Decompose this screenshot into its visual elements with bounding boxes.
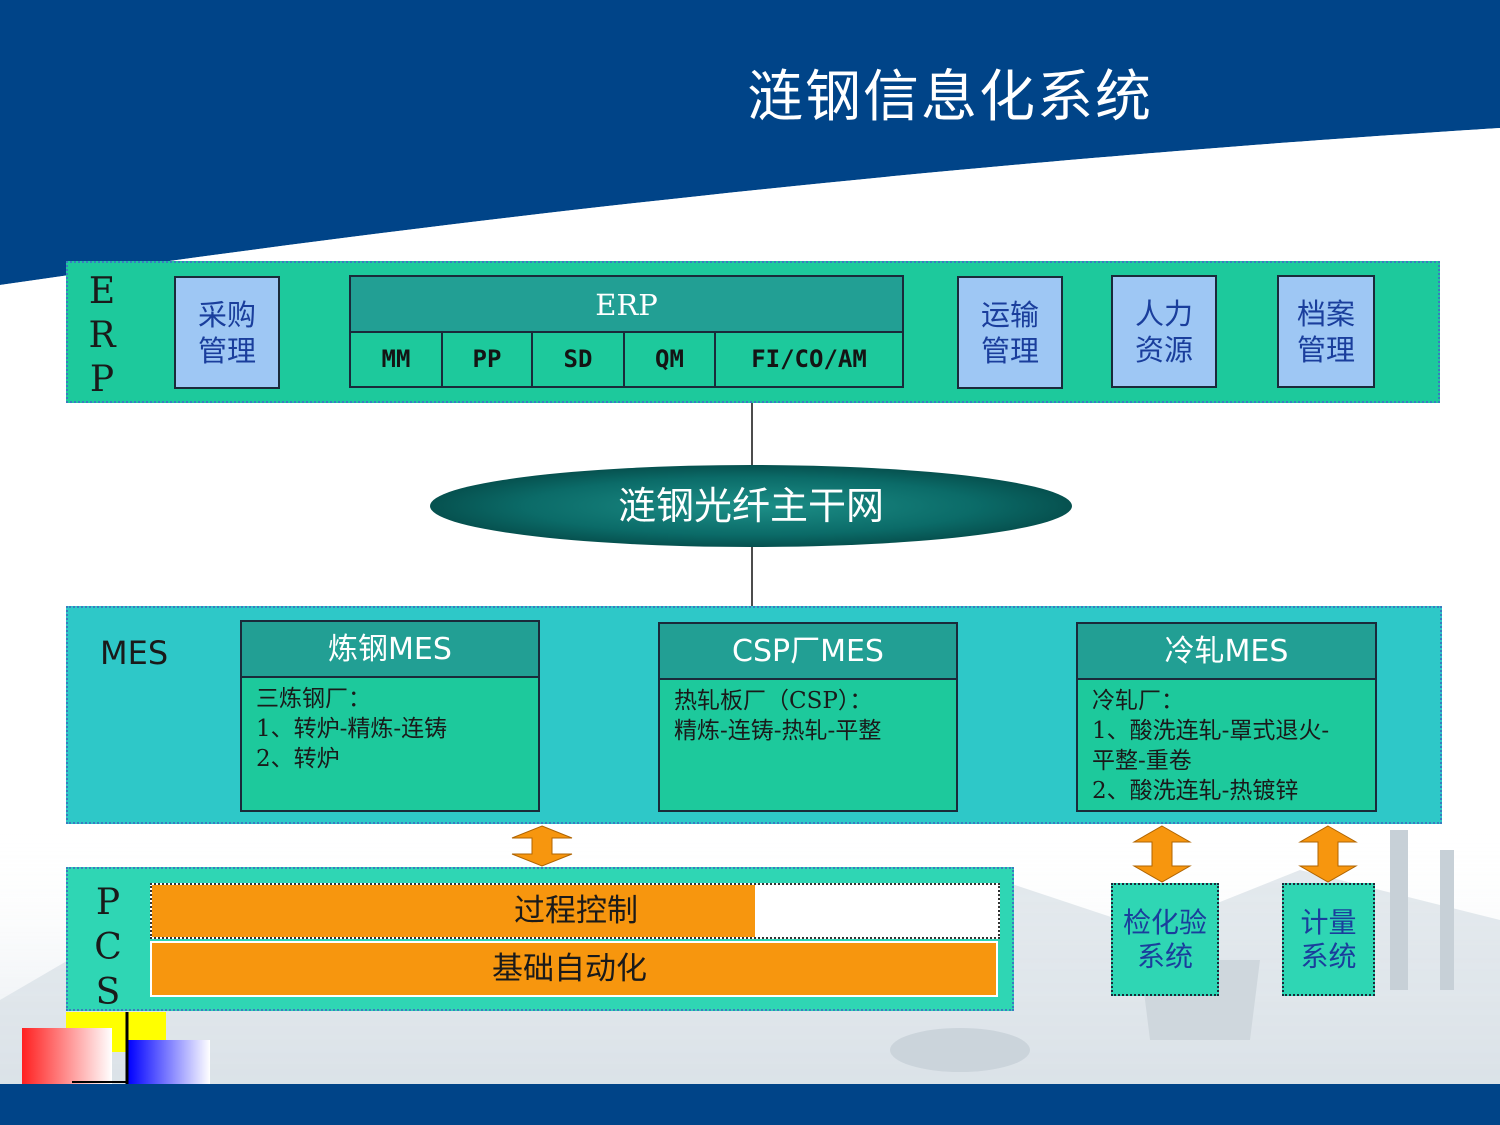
process-control-row: 过程控制 bbox=[150, 883, 1000, 939]
mes-line: 1、转炉-精炼-连铸 bbox=[256, 716, 448, 742]
slide-title: 涟钢信息化系统 bbox=[747, 65, 1153, 130]
mes-pcs-arrow bbox=[511, 825, 573, 867]
purchase-management-box: 采购 管理 bbox=[174, 276, 280, 389]
pcs-letter: S bbox=[95, 972, 121, 1013]
mes-box-title: CSP厂MES bbox=[660, 624, 956, 680]
mes-line: 2、转炉 bbox=[256, 746, 340, 772]
mes-box-title: 冷轧MES bbox=[1078, 624, 1375, 680]
box-line: 管理 bbox=[980, 333, 1039, 368]
basic-automation-row: 基础自动化 bbox=[150, 941, 998, 997]
header-sweep bbox=[0, 0, 1500, 285]
box-line: 系统 bbox=[1300, 939, 1357, 973]
erp-module-table: ERP MM PP SD QM FI/CO/AM bbox=[349, 275, 904, 388]
mes-line: 热轧板厂（CSP）： bbox=[674, 688, 873, 714]
mes-line: 平整-重卷 bbox=[1092, 748, 1192, 774]
box-line: 计量 bbox=[1300, 905, 1357, 939]
box-line: 运输 bbox=[980, 297, 1039, 332]
erp-module-qm: QM bbox=[625, 333, 716, 386]
mes-box-body: 三炼钢厂： 1、转炉-精炼-连铸 2、转炉 bbox=[256, 684, 447, 774]
mes-inspection-arrow bbox=[1132, 825, 1192, 883]
pcs-side-label: P C S bbox=[86, 880, 130, 1015]
mes-metering-arrow bbox=[1298, 825, 1358, 883]
steelmaking-mes-box: 炼钢MES 三炼钢厂： 1、转炉-精炼-连铸 2、转炉 bbox=[240, 620, 540, 812]
pcs-letter: C bbox=[94, 927, 122, 968]
erp-side-label: E R P bbox=[80, 270, 124, 402]
box-line: 档案 bbox=[1296, 296, 1355, 331]
process-control-fill bbox=[152, 885, 755, 937]
mes-box-body: 热轧板厂（CSP）： 精炼-连铸-热轧-平整 bbox=[674, 686, 881, 746]
cold-rolling-mes-box: 冷轧MES 冷轧厂： 1、酸洗连轧-罩式退火- 平整-重卷 2、酸洗连轧-热镀锌 bbox=[1076, 622, 1377, 812]
box-line: 检化验 bbox=[1122, 905, 1207, 939]
mes-line: 2、酸洗连轧-热镀锌 bbox=[1092, 778, 1299, 804]
decor-red-square bbox=[22, 1028, 112, 1084]
box-line: 人力 bbox=[1134, 296, 1193, 331]
box-line: 资源 bbox=[1134, 332, 1193, 367]
mes-box-body: 冷轧厂： 1、酸洗连轧-罩式退火- 平整-重卷 2、酸洗连轧-热镀锌 bbox=[1092, 686, 1329, 806]
box-line: 系统 bbox=[1136, 939, 1193, 973]
footer-bar bbox=[0, 1084, 1500, 1125]
network-ellipse-shape bbox=[430, 465, 1072, 547]
erp-letter: P bbox=[89, 359, 115, 400]
box-line: 管理 bbox=[1296, 332, 1355, 367]
erp-table-header: ERP bbox=[351, 277, 902, 333]
process-control-label: 过程控制 bbox=[514, 893, 638, 929]
erp-letter: E bbox=[88, 271, 116, 312]
erp-module-fi-co-am: FI/CO/AM bbox=[716, 333, 902, 386]
mes-line: 1、酸洗连轧-罩式退火- bbox=[1092, 718, 1330, 744]
mes-box-title: 炼钢MES bbox=[242, 622, 538, 678]
metering-system-box: 计量 系统 bbox=[1282, 883, 1375, 996]
network-backbone-label: 涟钢光纤主干网 bbox=[617, 484, 884, 528]
erp-letter: R bbox=[88, 315, 116, 356]
decor-blue-square bbox=[128, 1040, 210, 1084]
basic-automation-label: 基础自动化 bbox=[492, 951, 647, 987]
archive-management-box: 档案 管理 bbox=[1277, 275, 1375, 388]
human-resources-box: 人力 资源 bbox=[1111, 275, 1217, 388]
pcs-letter: P bbox=[95, 882, 121, 923]
transport-management-box: 运输 管理 bbox=[957, 276, 1063, 389]
csp-mes-box: CSP厂MES 热轧板厂（CSP）： 精炼-连铸-热轧-平整 bbox=[658, 622, 958, 812]
erp-module-pp: PP bbox=[443, 333, 533, 386]
box-line: 管理 bbox=[197, 333, 256, 368]
box-line: 采购 bbox=[197, 297, 256, 332]
mes-line: 冷轧厂： bbox=[1092, 688, 1184, 714]
erp-module-mm: MM bbox=[351, 333, 443, 386]
erp-module-sd: SD bbox=[533, 333, 625, 386]
mes-side-label: MES bbox=[100, 634, 169, 672]
inspection-system-box: 检化验 系统 bbox=[1111, 883, 1219, 996]
mes-line: 精炼-连铸-热轧-平整 bbox=[674, 718, 882, 744]
mes-line: 三炼钢厂： bbox=[256, 686, 371, 712]
